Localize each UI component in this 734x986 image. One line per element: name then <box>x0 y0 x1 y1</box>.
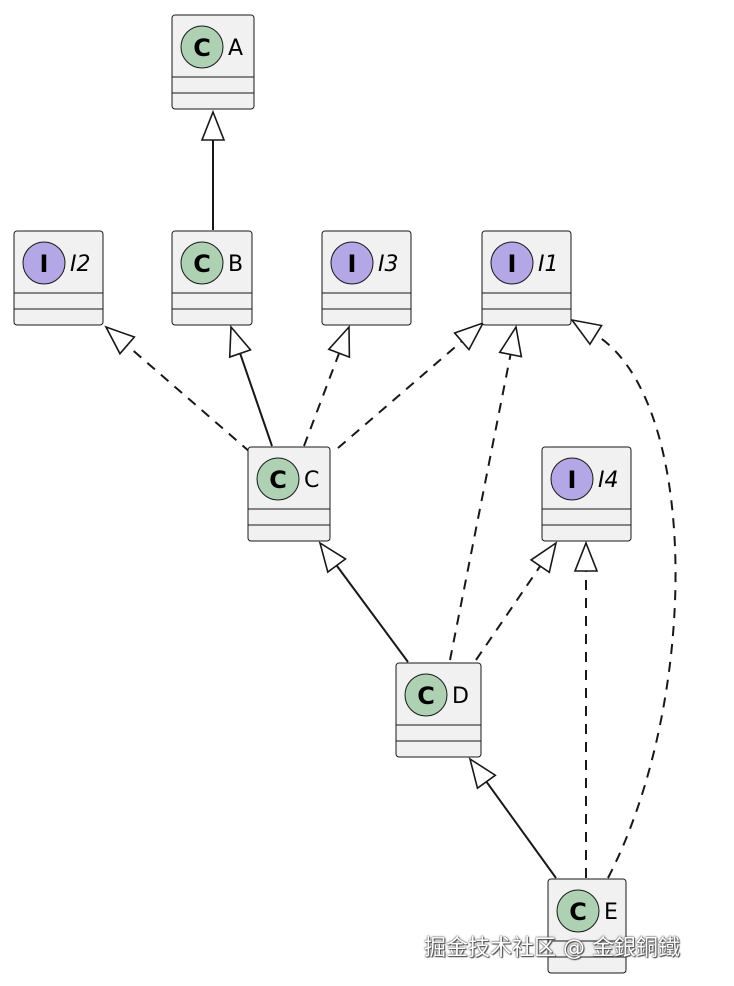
generalization-arrowhead <box>573 540 599 572</box>
node-name: I1 <box>538 252 559 277</box>
class-stereotype-icon <box>180 25 224 69</box>
generalization-arrowhead <box>468 757 497 790</box>
edge-line <box>449 354 512 661</box>
edge-d-to-i1 <box>449 324 523 661</box>
node-name: B <box>228 252 243 277</box>
node-name: I4 <box>598 468 619 493</box>
edge-line <box>475 565 542 661</box>
generalization-arrowhead <box>200 109 226 141</box>
generalization-arrowhead <box>529 541 558 574</box>
class-stereotype-icon <box>404 673 448 717</box>
interface-stereotype-icon <box>330 241 374 285</box>
edge-line <box>485 781 557 879</box>
edge-line <box>239 353 273 447</box>
interface-stereotype-icon <box>550 457 594 501</box>
generalization-arrowhead <box>327 324 351 359</box>
interface-node-i2[interactable]: I I2 <box>13 230 104 326</box>
edge-c-to-b <box>228 324 273 447</box>
generalization-arrowhead <box>498 324 523 358</box>
class-stereotype-icon <box>180 241 224 285</box>
edge-e-to-d <box>468 757 557 879</box>
interface-node-i1[interactable]: I I1 <box>481 230 572 326</box>
stereotype-letter: I <box>348 250 357 278</box>
stereotype-letter: C <box>569 898 587 926</box>
interface-stereotype-icon <box>490 241 534 285</box>
node-name: D <box>452 684 469 709</box>
edge-c-to-i3 <box>303 324 351 447</box>
edge-line <box>337 340 463 449</box>
edge-e-to-i4 <box>573 540 599 878</box>
edge-d-to-i4 <box>475 541 558 661</box>
edge-line <box>126 344 251 453</box>
generalization-arrowhead <box>228 324 252 359</box>
interface-node-i3[interactable]: I I3 <box>321 230 412 326</box>
generalization-arrowhead <box>453 321 485 352</box>
edge-line <box>335 564 409 663</box>
edge-c-to-i2 <box>104 325 251 453</box>
node-name: I2 <box>70 252 91 277</box>
generalization-arrowhead <box>570 318 603 346</box>
generalization-arrowhead <box>104 325 136 356</box>
edge-curve <box>595 333 677 879</box>
watermark: 掘金技术社区 @ 金銀銅鐵 <box>424 936 680 961</box>
edge-line <box>303 352 341 447</box>
edge-c-to-i1 <box>337 321 485 449</box>
interface-node-i4[interactable]: I I4 <box>541 446 632 542</box>
class-stereotype-icon <box>256 457 300 501</box>
node-name: A <box>228 36 243 61</box>
edge-d-to-c <box>318 541 409 663</box>
edge-e-to-i1 <box>570 318 677 879</box>
stereotype-letter: C <box>417 682 435 710</box>
stereotype-letter: C <box>193 34 211 62</box>
stereotype-letter: I <box>508 250 517 278</box>
interface-stereotype-icon <box>22 241 66 285</box>
edge-b-to-a <box>200 109 226 230</box>
stereotype-letter: I <box>568 466 577 494</box>
stereotype-letter: I <box>40 250 49 278</box>
node-name: I3 <box>378 252 399 277</box>
class-stereotype-icon <box>556 889 600 933</box>
node-name: C <box>304 468 319 493</box>
edges-layer <box>104 109 677 879</box>
stereotype-letter: C <box>269 466 287 494</box>
generalization-arrowhead <box>318 541 347 574</box>
stereotype-letter: C <box>193 250 211 278</box>
node-name: E <box>604 900 618 925</box>
